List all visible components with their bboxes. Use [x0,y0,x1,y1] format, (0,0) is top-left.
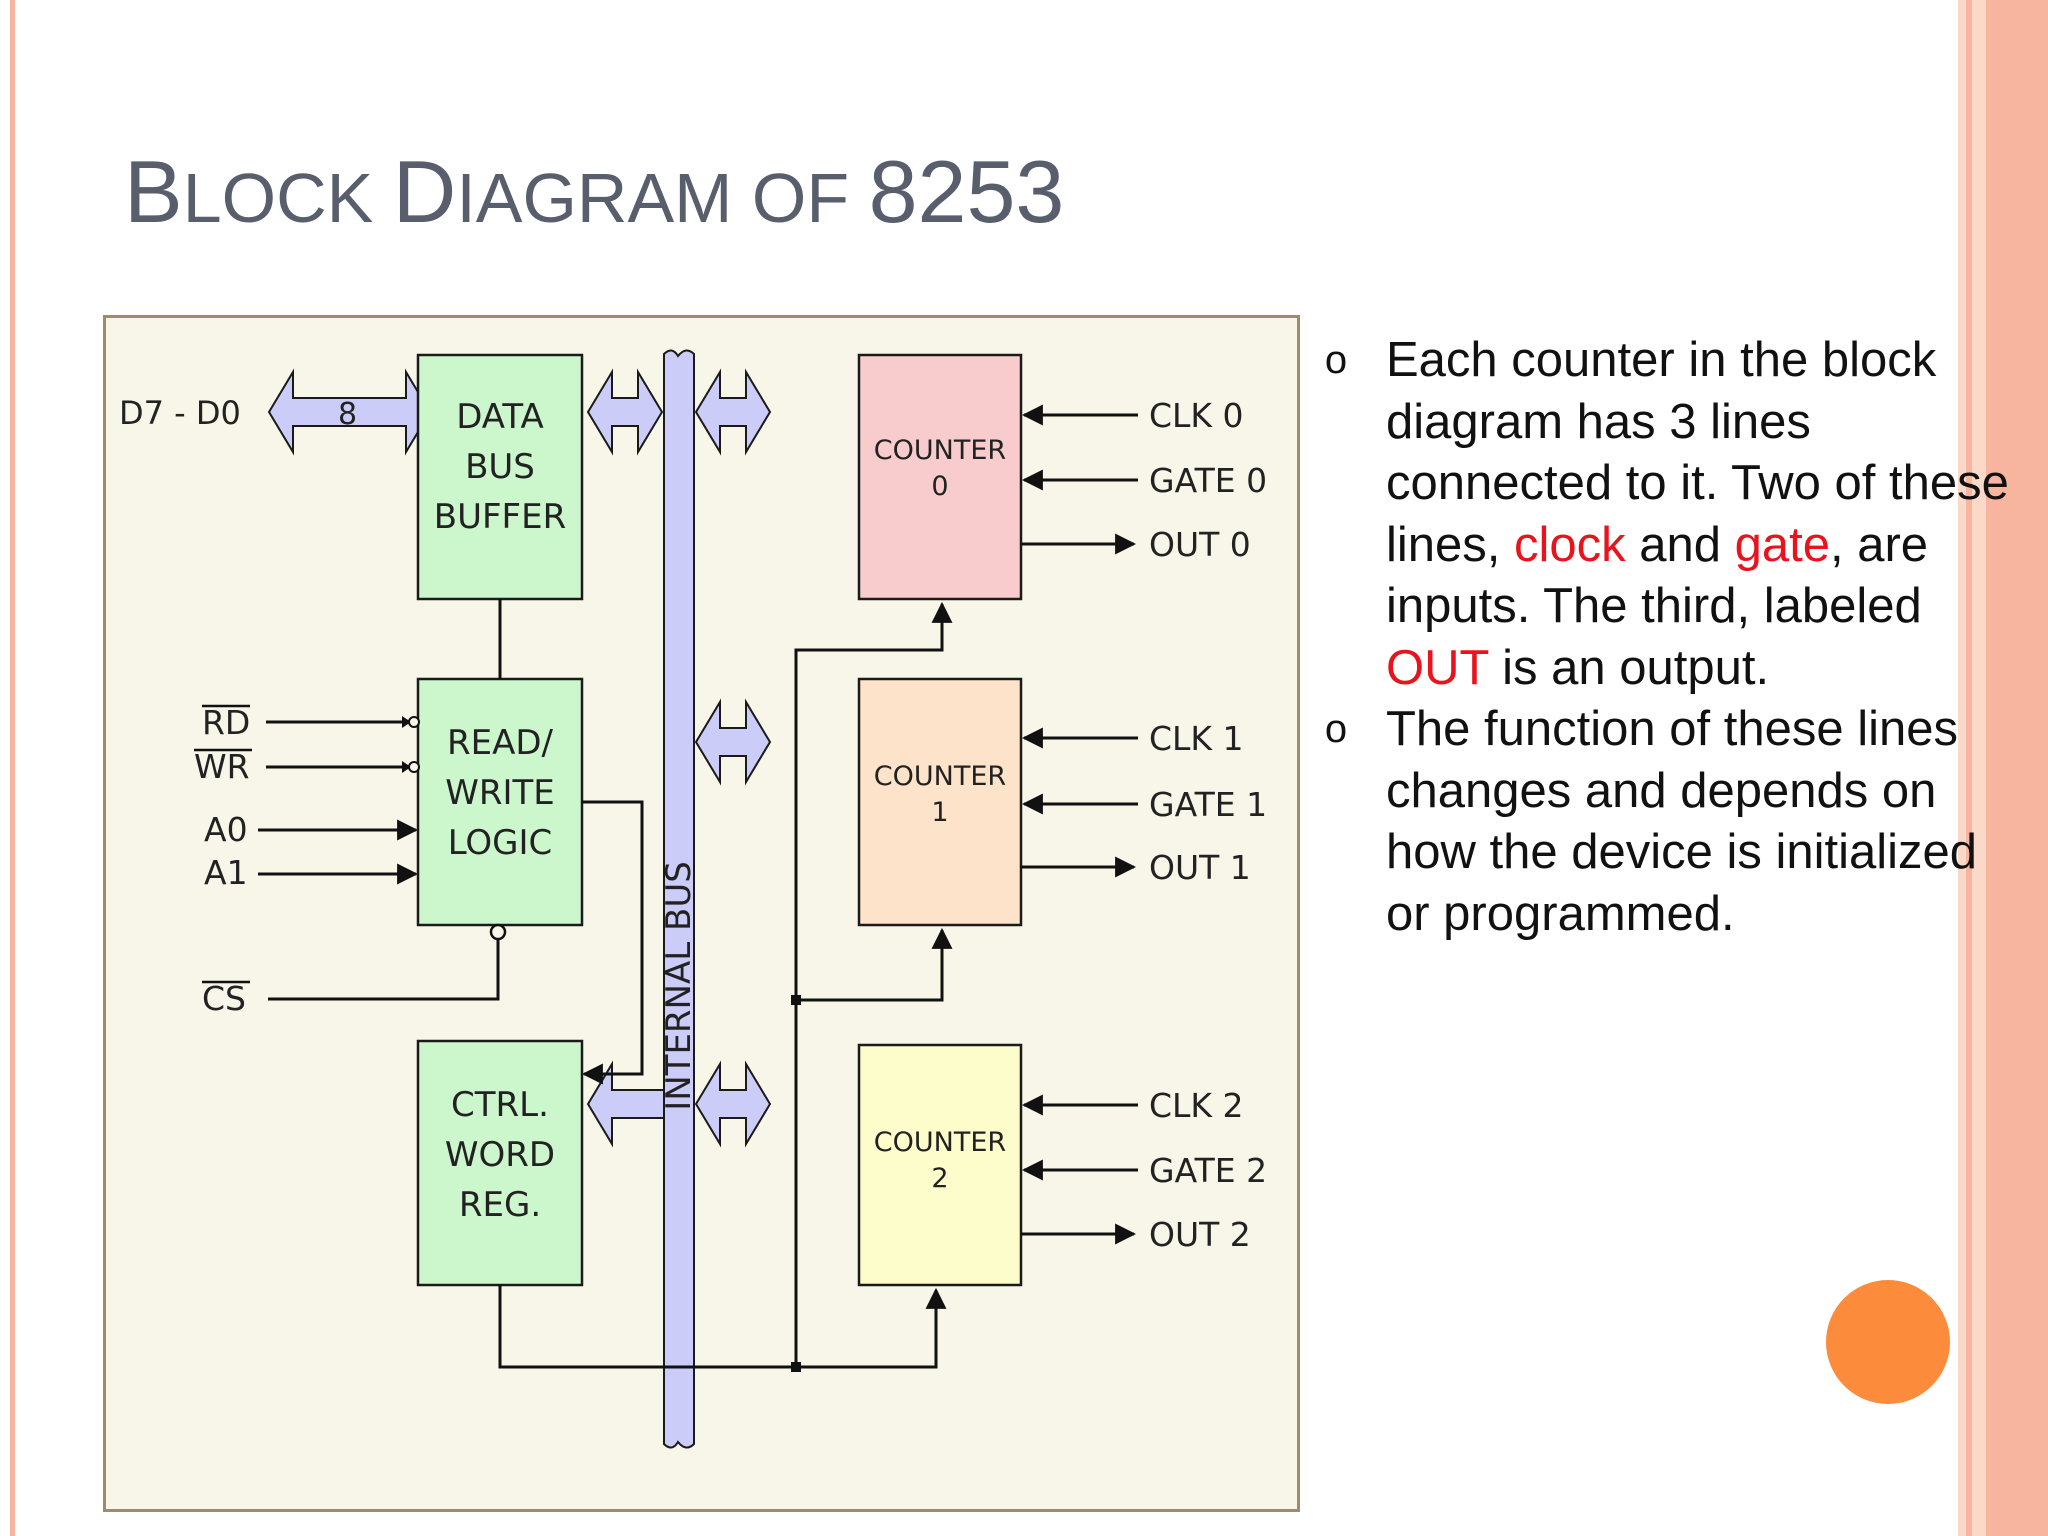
ctrl-word-reg-label-3: REG. [459,1185,541,1225]
wr-inversion-bubble [408,761,420,773]
bus-to-counter0-arrow [694,368,772,456]
internal-bus [663,349,695,1449]
out1-label: OUT 1 [1149,848,1251,887]
out0-label: OUT 0 [1149,525,1251,564]
data-bus-buffer-label-1: DATA [456,397,544,437]
gate2-label: GATE 2 [1149,1151,1267,1190]
clk2-label: CLK 2 [1149,1086,1244,1125]
counter2-block [857,1043,1023,1287]
clk1-label: CLK 1 [1149,719,1244,758]
bus-to-counter2-arrow [694,1060,772,1148]
cs-wire [268,940,500,1001]
counter-gate-trunk [794,601,953,1367]
out2-label: OUT 2 [1149,1215,1251,1254]
counter1-block [857,677,1023,927]
counter2-label: COUNTER [874,1127,1006,1158]
read-write-logic-label-1: READ/ [447,723,554,763]
bullet-marker-icon: o [1324,707,1348,751]
counter1-number: 1 [931,797,948,828]
accent-circle [1826,1280,1950,1404]
gate1-label: GATE 1 [1149,785,1267,824]
border-stripe-1 [1958,0,1966,1536]
internal-bus-label: INTERNAL BUS [659,861,699,1111]
ctrl-word-reg-label-2: WORD [445,1135,555,1175]
clock-highlight: clock [1514,517,1626,572]
bullet-text: The function of these lines changes and … [1386,702,1978,941]
trunk-to-counter2-wire [796,1287,947,1369]
block-diagram-svg: INTERNAL BUS D7 - D0 8 DATA BUS BUFFER R… [119,349,1267,1449]
junction-dot [791,1362,801,1372]
counter0-block [857,353,1023,601]
read-write-logic-label-2: WRITE [445,773,555,813]
data-bus-buffer-label-3: BUFFER [434,497,566,537]
bullet-text: is an output. [1488,640,1770,695]
rw-to-ctrl-wire [581,800,644,1085]
bullet-text: and [1625,517,1735,572]
slide-title: BLOCK DIAGRAM OF 8253 [124,142,1065,241]
left-border-stripe [10,0,15,1536]
rd-label: RD [202,703,250,742]
read-write-logic-label-3: LOGIC [448,823,553,863]
clk0-label: CLK 0 [1149,396,1244,435]
counter0-label: COUNTER [874,435,1006,466]
ctrl-to-counters-wire [498,1285,800,1369]
trunk-to-counter1-wire [796,927,953,1002]
wr-arrowhead [402,761,411,773]
border-stripe-3 [1972,0,1986,1536]
cs-inversion-bubble [489,923,507,941]
bullet-item: o The function of these lines changes an… [1316,699,2016,945]
ctrl-word-reg-label-1: CTRL. [451,1085,549,1125]
counter1-label: COUNTER [874,761,1006,792]
bullet-list: o Each counter in the block diagram has … [1316,330,2016,945]
cs-label: CS [202,979,246,1018]
ctrl-reg-bus-arrow [586,1060,665,1148]
gate-highlight: gate [1734,517,1831,572]
data-bus-label: D7 - D0 [119,394,241,432]
border-stripe-4 [1986,0,2048,1536]
rd-arrowhead [402,716,411,728]
data-bus-buffer-label-2: BUS [465,447,535,487]
junction-dot [791,995,801,1005]
counter0-number: 0 [931,471,948,502]
gate0-label: GATE 0 [1149,461,1267,500]
bus-width-label: 8 [338,397,357,432]
bus-to-counter1-arrow [694,698,772,786]
bullet-marker-icon: o [1324,338,1348,382]
bullet-text: Each counter in the block diagram has 3 … [1386,333,2009,572]
out-highlight: OUT [1386,640,1489,695]
rd-inversion-bubble [408,716,420,728]
bullet-item: o Each counter in the block diagram has … [1316,330,2016,699]
buffer-to-bus-arrow [586,368,664,456]
counter2-number: 2 [931,1163,948,1194]
block-diagram: INTERNAL BUS D7 - D0 8 DATA BUS BUFFER R… [103,315,1300,1512]
ctrl-word-reg-block [416,1039,584,1287]
bullet-text: , are inputs. The third, labeled [1386,517,1929,634]
a1-label: A1 [204,853,248,892]
wr-label: WR [194,747,250,786]
border-stripe-2 [1966,0,1972,1536]
a0-label: A0 [204,810,248,849]
